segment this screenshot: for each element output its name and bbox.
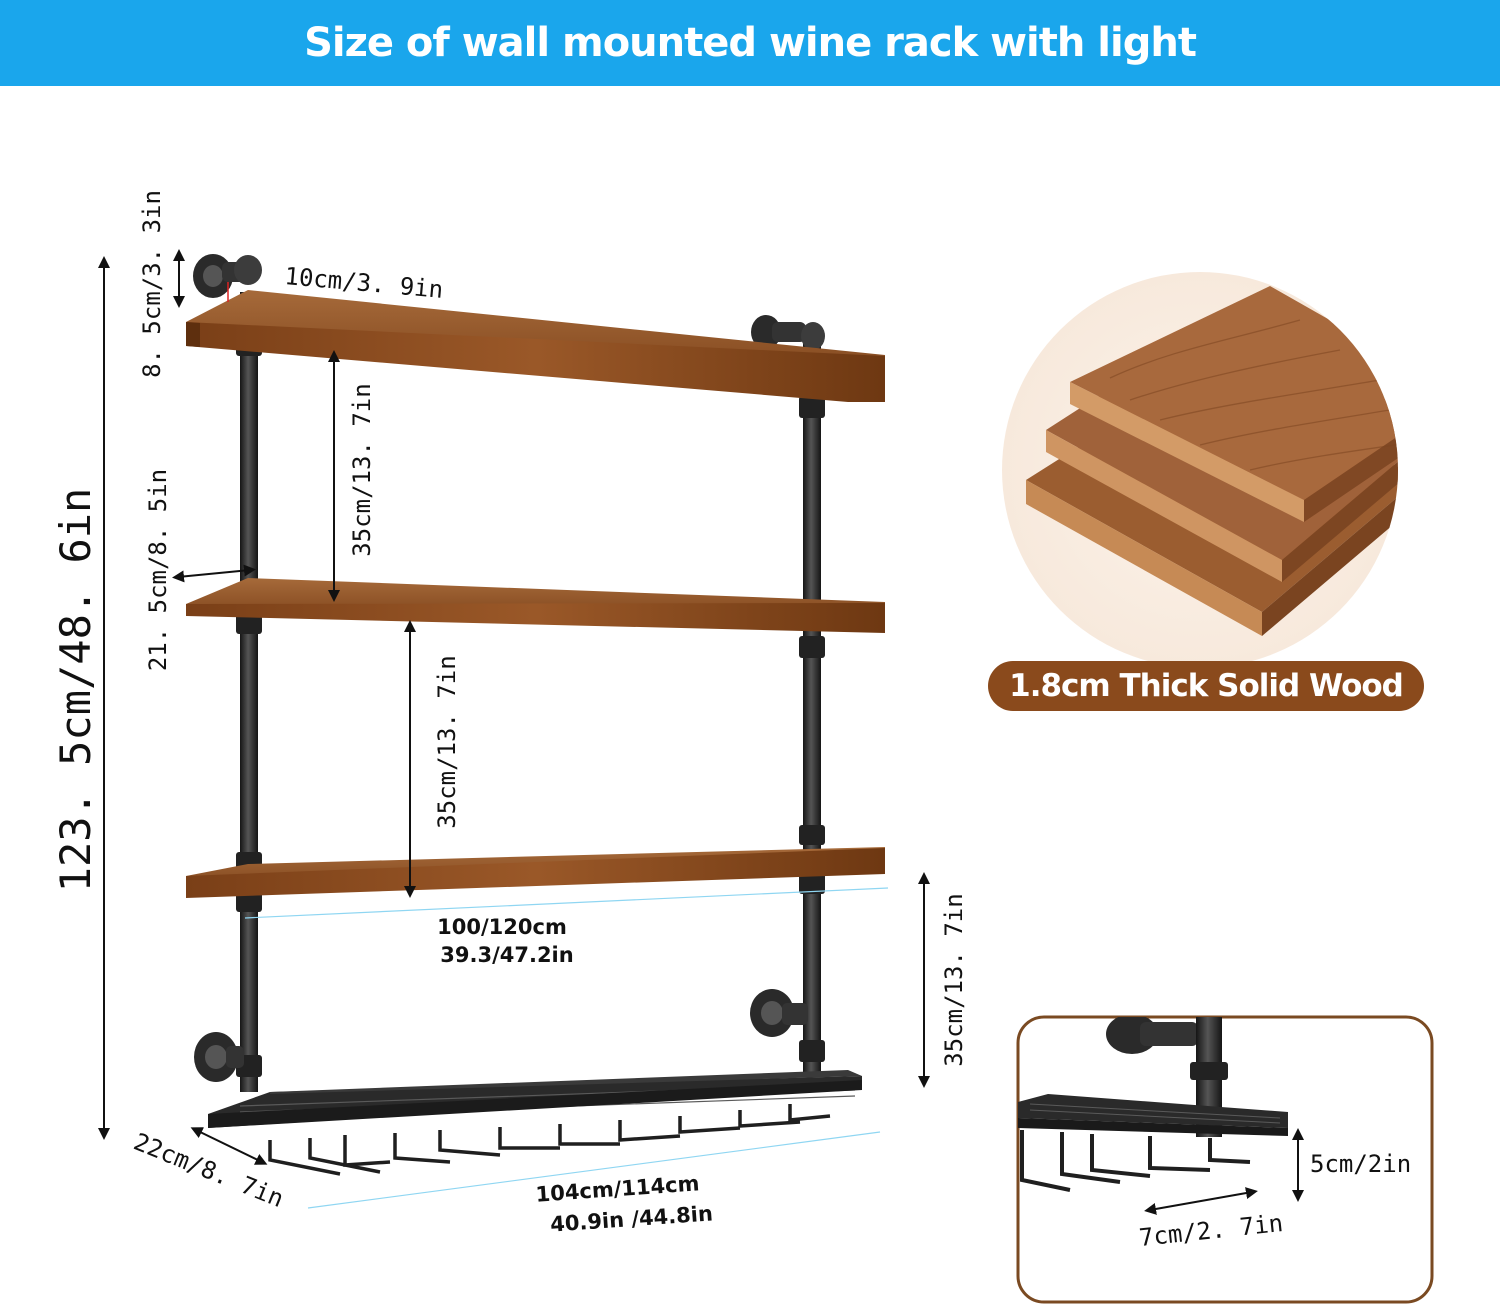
shelf-top xyxy=(186,290,885,402)
right-pipe xyxy=(803,330,821,1075)
shelf-width-cm-label: 100/120cm xyxy=(437,915,567,939)
wood-thickness-label: 1.8cm Thick Solid Wood xyxy=(1009,668,1404,704)
glass-hangers xyxy=(268,1104,831,1176)
bottom-left-flange xyxy=(194,1032,244,1082)
rack-width-cm-label: 104cm/114cm xyxy=(535,1171,700,1206)
wood-shelves xyxy=(186,290,885,898)
page-title: Size of wall mounted wine rack with ligh… xyxy=(304,20,1197,66)
glass-rack xyxy=(208,1070,862,1176)
top-right-flange xyxy=(751,315,825,350)
width-guides xyxy=(244,887,889,1209)
shelf-depth-label: 21. 5cm/8. 5in xyxy=(144,469,172,671)
shelf-depth-arrow xyxy=(172,564,256,583)
bottom-right-flange xyxy=(750,989,808,1037)
shelf-width-in-label: 39.3/47.2in xyxy=(440,943,573,967)
hanger-height-label: 5cm/2in xyxy=(1310,1150,1411,1178)
dimension-lines xyxy=(98,249,930,1165)
header-banner: Size of wall mounted wine rack with ligh… xyxy=(0,0,1500,86)
wood-detail-image xyxy=(1002,272,1398,668)
wood-thickness-badge: 1.8cm Thick Solid Wood xyxy=(988,661,1424,711)
shelf-middle xyxy=(186,578,885,633)
shelf-gap-1-label: 35cm/13. 7in xyxy=(348,383,376,556)
hanger-detail-inset: 5cm/2in 7cm/2. 7in xyxy=(1016,1015,1434,1304)
hanger-gap-arrow xyxy=(1144,1187,1258,1215)
total-height-label: 123. 5cm/48. 6in xyxy=(51,488,100,893)
shelf-bottom xyxy=(186,847,885,898)
rack-pipes xyxy=(193,254,825,1092)
rack-width-in-label: 40.9in /44.8in xyxy=(549,1201,713,1236)
left-pipe xyxy=(240,292,258,1092)
rack-depth-label: 22cm/8. 7in xyxy=(130,1128,288,1214)
rack-depth-arrow xyxy=(190,1127,268,1165)
shelf-gap-2-label: 35cm/13. 7in xyxy=(433,655,461,828)
top-left-flange xyxy=(193,254,262,298)
top-pipe-height-label: 8. 5cm/3. 3in xyxy=(138,190,166,378)
shelf-gap-3-label: 35cm/13. 7in xyxy=(940,893,968,1066)
